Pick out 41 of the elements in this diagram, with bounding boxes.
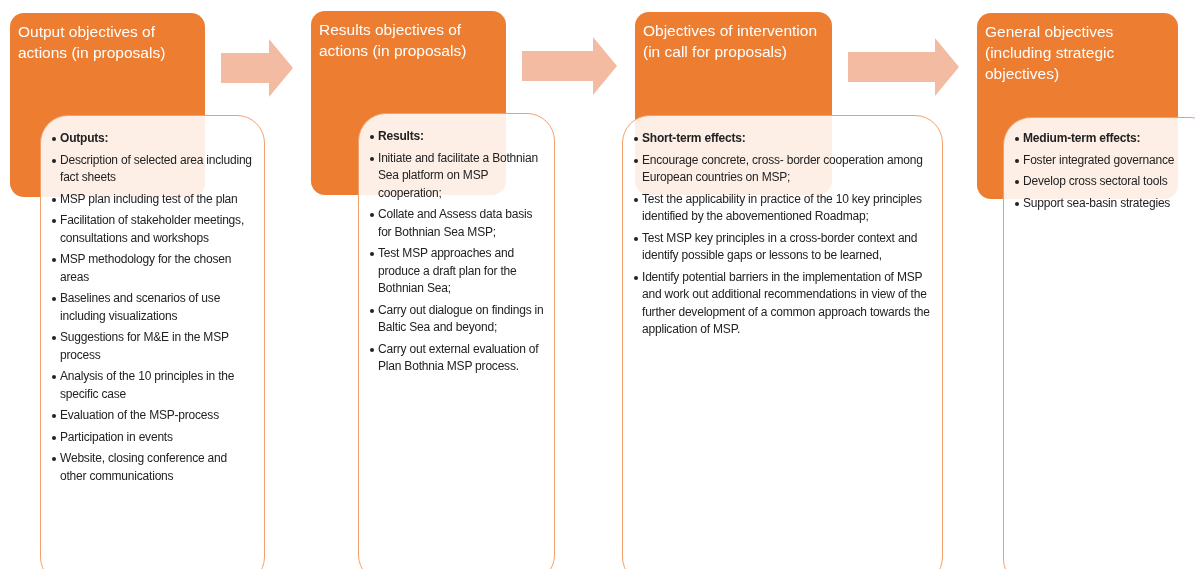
bullet-item: MSP methodology for the chosen areas (60, 252, 232, 284)
content-card (1003, 117, 1195, 569)
bullet-item: Website, closing conference and other communications (60, 451, 227, 483)
content-card (622, 115, 943, 569)
bullet-item: Carry out external evaluation of Plan Bothnia MSP process. (378, 341, 539, 373)
list-heading: Medium-term effects: (1023, 131, 1141, 145)
list-heading: Short-term effects: (642, 131, 746, 145)
bullet-item: Participation in events (60, 429, 173, 444)
bullet-item: Identify potential barriers in the implementation of MSP and work out additional recommendations in view of the further development of a common approach towards the application of MSP. (642, 269, 930, 336)
content-card (358, 113, 555, 569)
header-box (311, 11, 506, 113)
bullet-item: Test MSP approaches and produce a draft plan for the Bothnian Sea; (378, 246, 517, 295)
bullet-item: Develop cross sectoral tools (1023, 174, 1168, 188)
bullet-item: Encourage concrete, cross- border cooperation among European countries on MSP; (642, 152, 923, 184)
bullet-item: Foster integrated governance (1023, 152, 1175, 167)
bullet-item: Suggestions for M&E in the MSP process (60, 330, 229, 362)
bullet-item: Test MSP key principles in a cross-border context and identify possible gaps or lessons to be learned, (642, 230, 918, 262)
list-heading: Results: (378, 129, 424, 143)
block-arrow (221, 39, 293, 97)
block-arrow (848, 38, 959, 96)
bullet-item: Facilitation of stakeholder meetings, consultations and workshops (60, 213, 245, 245)
header-title: General objectives (including strategic objectives) (985, 22, 1116, 84)
header-box (977, 13, 1178, 117)
list-heading: Outputs: (60, 131, 109, 145)
bullet-item: Support sea-basin strategies (1023, 195, 1171, 210)
bullet-item: Analysis of the 10 principles in the specific case (60, 369, 235, 401)
bullet-item: Evaluation of the MSP-process (60, 408, 219, 422)
header-title: Results objectives of actions (in proposals) (319, 20, 468, 61)
bullet-item: Carry out dialogue on findings in Baltic Sea and beyond; (378, 302, 544, 334)
header-title: Objectives of intervention (in call for proposals) (643, 21, 819, 62)
content-card (40, 115, 265, 569)
header-box (10, 13, 205, 115)
block-arrow (522, 37, 617, 95)
bullet-item: Initiate and facilitate a Bothnian Sea platform on MSP cooperation; (378, 150, 538, 200)
bullet-item: Test the applicability in practice of the 10 key principles identified by the abovementioned Roadmap; (642, 191, 922, 223)
header-title: Output objectives of actions (in proposals) (18, 22, 167, 63)
bullet-item: Collate and Assess data basis for Bothnian Sea MSP; (378, 207, 533, 239)
bullet-item: MSP plan including test of the plan (60, 191, 238, 206)
header-box (635, 12, 832, 115)
bullet-item: Description of selected area including fact sheets (60, 152, 252, 184)
bullet-item: Baselines and scenarios of use including visualizations (60, 291, 221, 323)
